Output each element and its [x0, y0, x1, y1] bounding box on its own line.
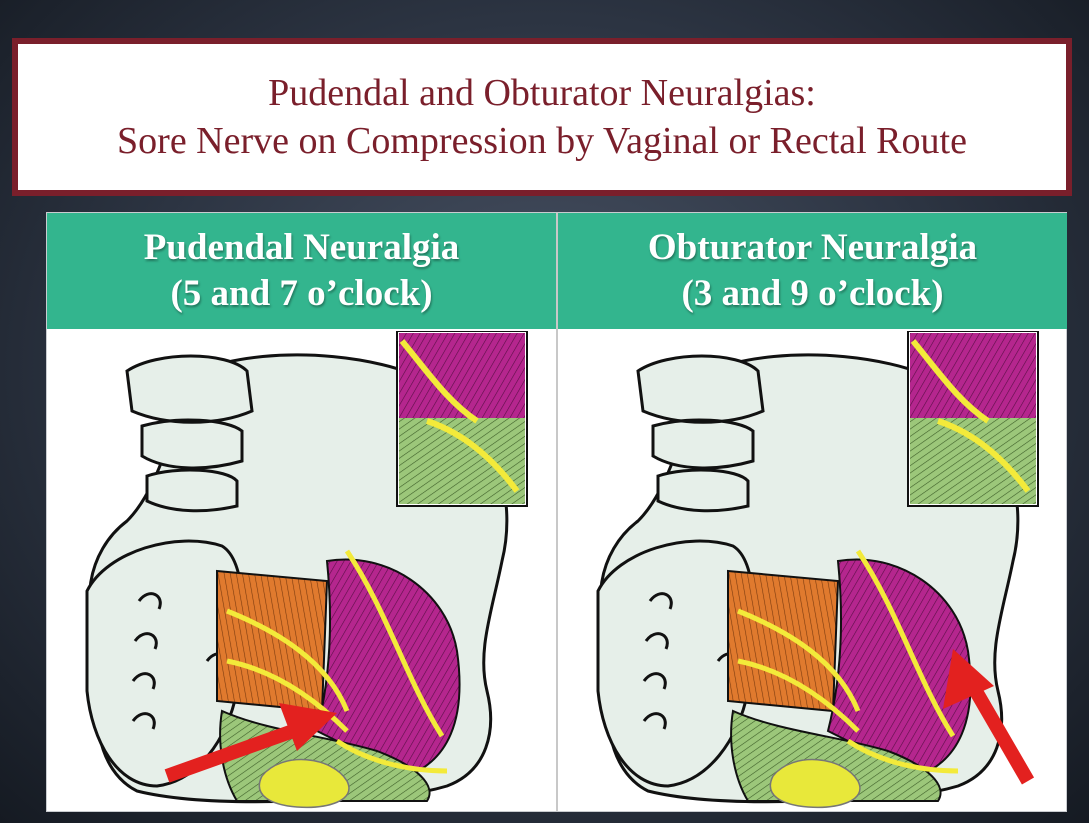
- lumbar-vertebrae: [638, 356, 763, 511]
- obturator-heading-line-2: (3 and 9 o’clock): [681, 271, 943, 317]
- piriformis-muscle: [728, 571, 838, 711]
- inset-detail: [908, 331, 1038, 506]
- pelvis-anatomy-illustration: [47, 331, 556, 811]
- slide-title-line-1: Pudendal and Obturator Neuralgias:: [268, 69, 816, 117]
- obturator-heading-line-1: Obturator Neuralgia: [648, 225, 977, 271]
- obturator-panel-header: Obturator Neuralgia (3 and 9 o’clock): [558, 213, 1067, 329]
- pudendal-panel: Pudendal Neuralgia (5 and 7 o’clock): [47, 213, 558, 811]
- pelvis-anatomy-illustration: [558, 331, 1067, 811]
- slide-title-line-2: Sore Nerve on Compression by Vaginal or …: [117, 117, 967, 165]
- inset-detail: [397, 331, 527, 506]
- slide-title-box: Pudendal and Obturator Neuralgias: Sore …: [12, 38, 1072, 196]
- piriformis-muscle: [217, 571, 327, 711]
- pudendal-heading-line-1: Pudendal Neuralgia: [144, 225, 460, 271]
- lumbar-vertebrae: [127, 356, 252, 511]
- obturator-panel: Obturator Neuralgia (3 and 9 o’clock): [558, 213, 1067, 811]
- comparison-panels: Pudendal Neuralgia (5 and 7 o’clock): [46, 212, 1067, 812]
- pudendal-heading-line-2: (5 and 7 o’clock): [170, 271, 432, 317]
- pudendal-panel-header: Pudendal Neuralgia (5 and 7 o’clock): [47, 213, 556, 329]
